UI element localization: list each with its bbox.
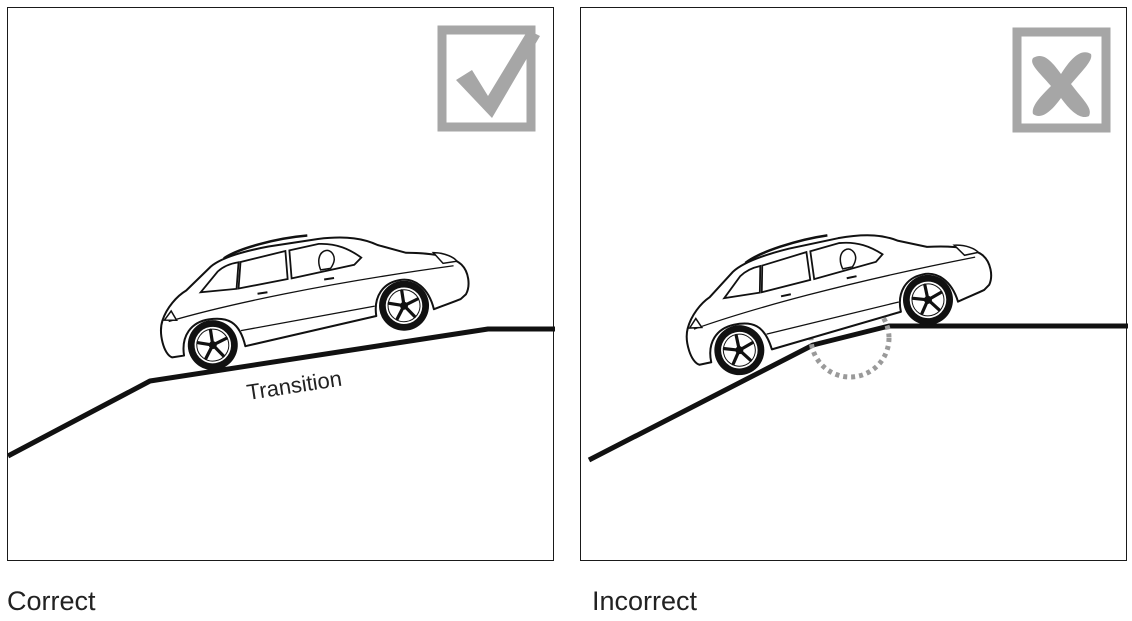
correct-illustration: Transition <box>8 8 555 562</box>
incorrect-illustration <box>581 8 1128 562</box>
x-mark-icon <box>1017 32 1106 128</box>
transition-label: Transition <box>245 366 343 405</box>
ground-line <box>589 326 1128 460</box>
correct-caption: Correct <box>7 586 96 617</box>
incorrect-panel <box>580 7 1127 561</box>
car-illustration <box>150 212 476 377</box>
checkmark-icon <box>442 30 540 127</box>
incorrect-caption: Incorrect <box>592 586 697 617</box>
car-illustration <box>671 203 1001 385</box>
correct-panel: Transition <box>7 7 554 561</box>
